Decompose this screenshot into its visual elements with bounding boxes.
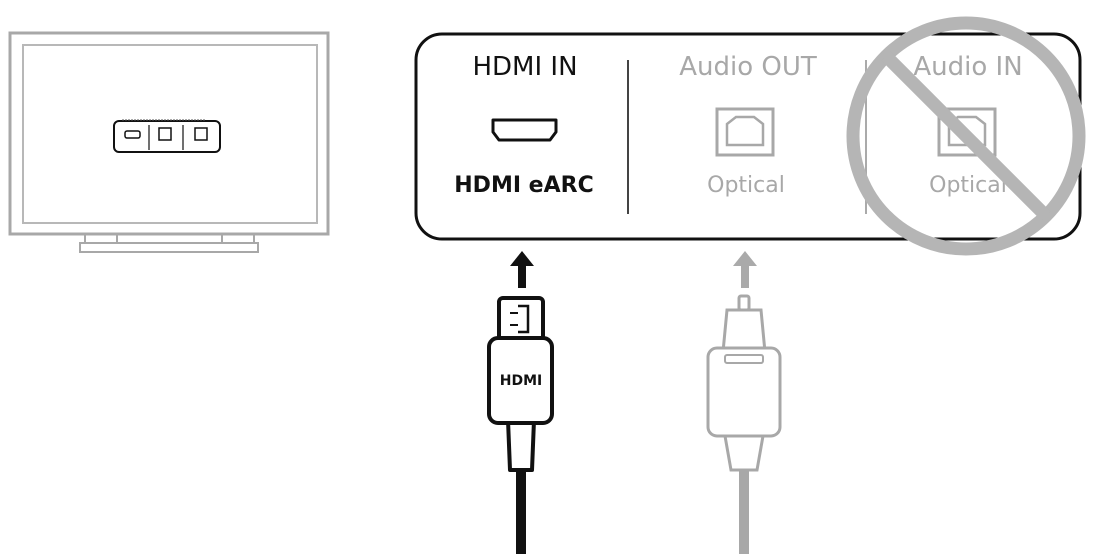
hdmi-cable: HDMI (487, 296, 554, 554)
arrow-up-icon (733, 251, 757, 288)
arrow-up-icon (510, 251, 534, 288)
tv-icon (8, 31, 330, 253)
optical-cable (706, 294, 782, 554)
hdmi-in-title: HDMI IN (472, 52, 577, 82)
hdmi-port-icon (491, 118, 558, 142)
audio-in-optical-label: Optical (929, 173, 1007, 198)
audio-out-title: Audio OUT (679, 52, 817, 82)
no-symbol-icon (846, 16, 1086, 256)
hdmi-earc-label: HDMI eARC (454, 173, 593, 198)
audio-in-title: Audio IN (913, 52, 1022, 82)
tv-panel-thumbnail (113, 119, 221, 153)
audio-out-optical-label: Optical (707, 173, 785, 198)
optical-port-icon (715, 107, 775, 157)
hdmi-plug-label: HDMI (500, 373, 542, 389)
